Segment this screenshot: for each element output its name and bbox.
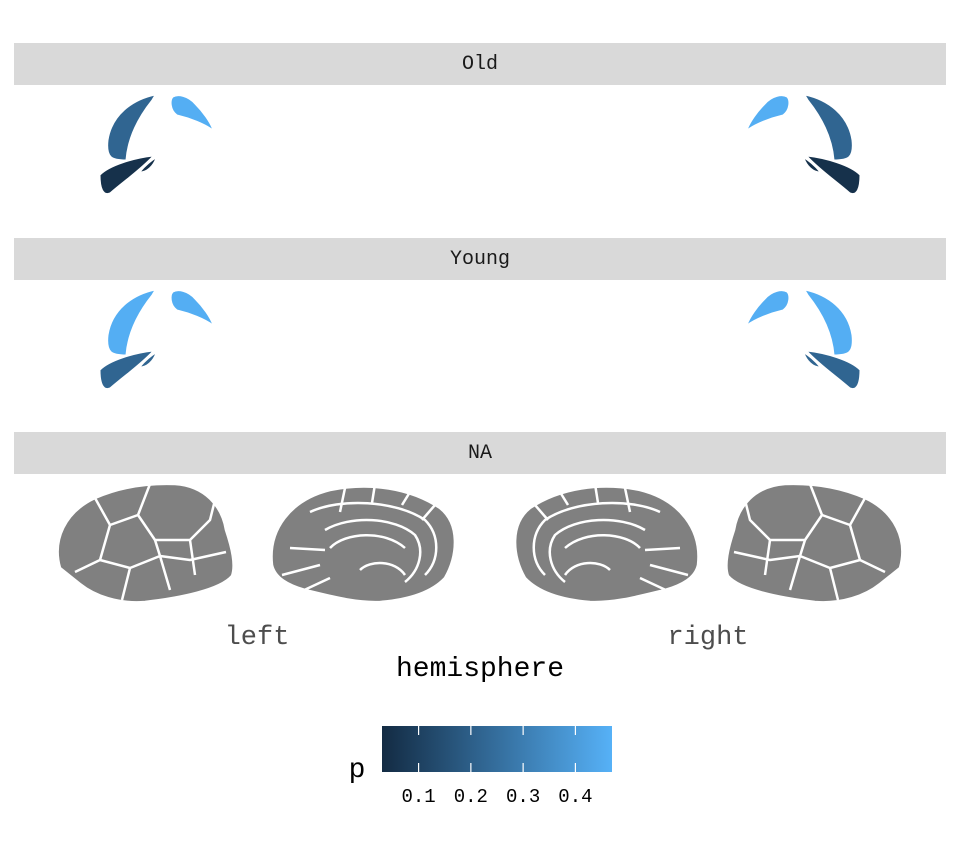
x-tick-left: left — [225, 623, 290, 653]
region-old-right-lower-lateral — [803, 155, 861, 195]
legend: p 0.1 0.2 0.3 0.4 — [349, 726, 612, 808]
facet-strip-young: Young — [14, 238, 946, 280]
region-young-left-medial-front — [170, 290, 215, 327]
region-old-left-medial-front — [170, 95, 215, 132]
facet-label-na: NA — [467, 441, 492, 465]
left-medial-brain — [270, 483, 457, 604]
region-young-left-upper-lateral — [107, 289, 157, 356]
facet-label-old: Old — [461, 52, 498, 76]
region-young-right-medial-front — [745, 290, 790, 327]
x-tick-right: right — [667, 623, 748, 653]
legend-title: p — [349, 755, 366, 786]
region-young-right-upper-lateral — [803, 289, 853, 356]
na-panel — [56, 482, 904, 604]
facet-strip-na: NA — [14, 432, 946, 474]
legend-ticks: 0.1 0.2 0.3 0.4 — [401, 726, 593, 808]
legend-colorbar — [382, 726, 612, 772]
right-lateral-brain — [725, 482, 904, 604]
region-young-left-lower-lateral — [99, 350, 157, 390]
left-lateral-brain — [56, 482, 235, 604]
region-old-left-lower-lateral — [99, 155, 157, 195]
x-axis-title: hemisphere — [396, 654, 564, 685]
region-young-right-lower-lateral — [803, 350, 861, 390]
region-old-left-upper-lateral — [107, 94, 157, 161]
legend-tick-label: 0.4 — [558, 786, 592, 808]
facet-label-young: Young — [449, 247, 510, 271]
legend-tick-label: 0.3 — [506, 786, 540, 808]
facet-strip-old: Old — [14, 43, 946, 85]
legend-tick-label: 0.2 — [454, 786, 488, 808]
region-old-right-upper-lateral — [803, 94, 853, 161]
facet-panels — [99, 94, 861, 390]
right-medial-brain — [513, 483, 700, 604]
legend-tick-label: 0.1 — [401, 786, 435, 808]
region-old-right-medial-front — [745, 95, 790, 132]
